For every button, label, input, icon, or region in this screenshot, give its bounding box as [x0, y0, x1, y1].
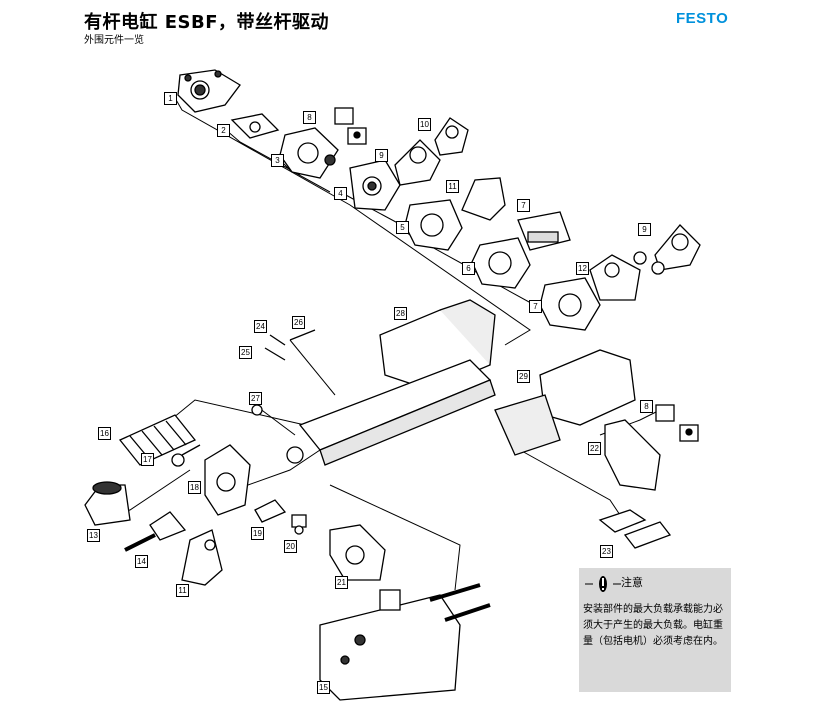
part-label-25: 25 — [239, 346, 252, 359]
part-label-7a: 7 — [517, 199, 530, 212]
part-label-1: 1 — [164, 92, 177, 105]
part-label-11a: 11 — [446, 180, 459, 193]
part-8-drawing — [334, 107, 699, 442]
part-label-24: 24 — [254, 320, 267, 333]
note-box: 注意 安装部件的最大负载承载能力必须大于产生的最大负载。电缸重量（包括电机）必须… — [579, 568, 731, 692]
part-13-drawing — [84, 481, 131, 526]
part-21-drawing — [329, 524, 386, 581]
part-22-drawing — [604, 419, 661, 491]
part-20-drawing — [291, 514, 307, 535]
part-label-29: 29 — [517, 370, 530, 383]
part-6-drawing — [471, 237, 531, 289]
part-label-11b: 11 — [176, 584, 189, 597]
part-label-4: 4 — [334, 187, 347, 200]
part-label-28: 28 — [394, 307, 407, 320]
part-label-13: 13 — [87, 529, 100, 542]
part-7-flange-drawing — [539, 277, 601, 331]
part-27-drawing — [251, 404, 263, 416]
part-label-6: 6 — [462, 262, 475, 275]
part-24-26-drawing — [264, 329, 316, 361]
part-label-19: 19 — [251, 527, 264, 540]
part-19-drawing — [254, 499, 287, 523]
leader-line — [329, 484, 461, 591]
part-label-5: 5 — [396, 221, 409, 234]
motor-29-drawing — [494, 349, 636, 456]
note-heading: 注意 — [621, 576, 643, 589]
part-3-drawing — [279, 127, 339, 179]
part-label-9b: 9 — [638, 223, 651, 236]
part-label-9a: 9 — [375, 149, 388, 162]
part-1-drawing — [177, 69, 241, 113]
page-title: 有杆电缸 ESBF，带丝杆驱动 — [84, 12, 330, 33]
part-11-drawing — [181, 177, 506, 586]
part-9-drawing — [394, 139, 701, 275]
part-18-drawing — [204, 444, 251, 516]
part-label-21: 21 — [335, 576, 348, 589]
part-16-drawing — [118, 414, 197, 466]
part-label-14: 14 — [135, 555, 148, 568]
part-17-drawing — [171, 444, 201, 467]
part-label-16: 16 — [98, 427, 111, 440]
part-2-drawing — [230, 113, 280, 139]
cylinder-drawing — [286, 359, 496, 466]
part-label-18: 18 — [188, 481, 201, 494]
part-label-27: 27 — [249, 392, 262, 405]
part-15-drawing — [319, 583, 491, 701]
part-7-clevis-drawing — [517, 211, 571, 251]
part-label-26: 26 — [292, 316, 305, 329]
part-14-drawing — [124, 511, 187, 552]
part-4-drawing — [349, 159, 401, 211]
part-label-23: 23 — [600, 545, 613, 558]
part-label-8a: 8 — [303, 111, 316, 124]
part-label-2: 2 — [217, 124, 230, 137]
festo-logo: FESTO — [676, 10, 729, 27]
part-label-10: 10 — [418, 118, 431, 131]
note-text: 安装部件的最大负载承载能力必须大于产生的最大负载。电缸重量（包括电机）必须考虑在… — [583, 604, 723, 647]
part-label-7b: 7 — [529, 300, 542, 313]
part-23-drawing — [598, 509, 672, 549]
page-subtitle: 外围元件一览 — [84, 35, 144, 46]
part-label-8b: 8 — [640, 400, 653, 413]
part-label-3: 3 — [271, 154, 284, 167]
part-label-20: 20 — [284, 540, 297, 553]
part-label-22: 22 — [588, 442, 601, 455]
part-5-drawing — [404, 199, 463, 251]
part-label-12: 12 — [576, 262, 589, 275]
leader-line — [289, 339, 336, 396]
warning-icon — [585, 576, 621, 592]
leader-line — [174, 97, 531, 346]
leader-line — [519, 449, 621, 516]
part-10-drawing — [434, 117, 469, 156]
part-12-drawing — [589, 254, 641, 301]
part-label-17: 17 — [141, 453, 154, 466]
part-label-15: 15 — [317, 681, 330, 694]
